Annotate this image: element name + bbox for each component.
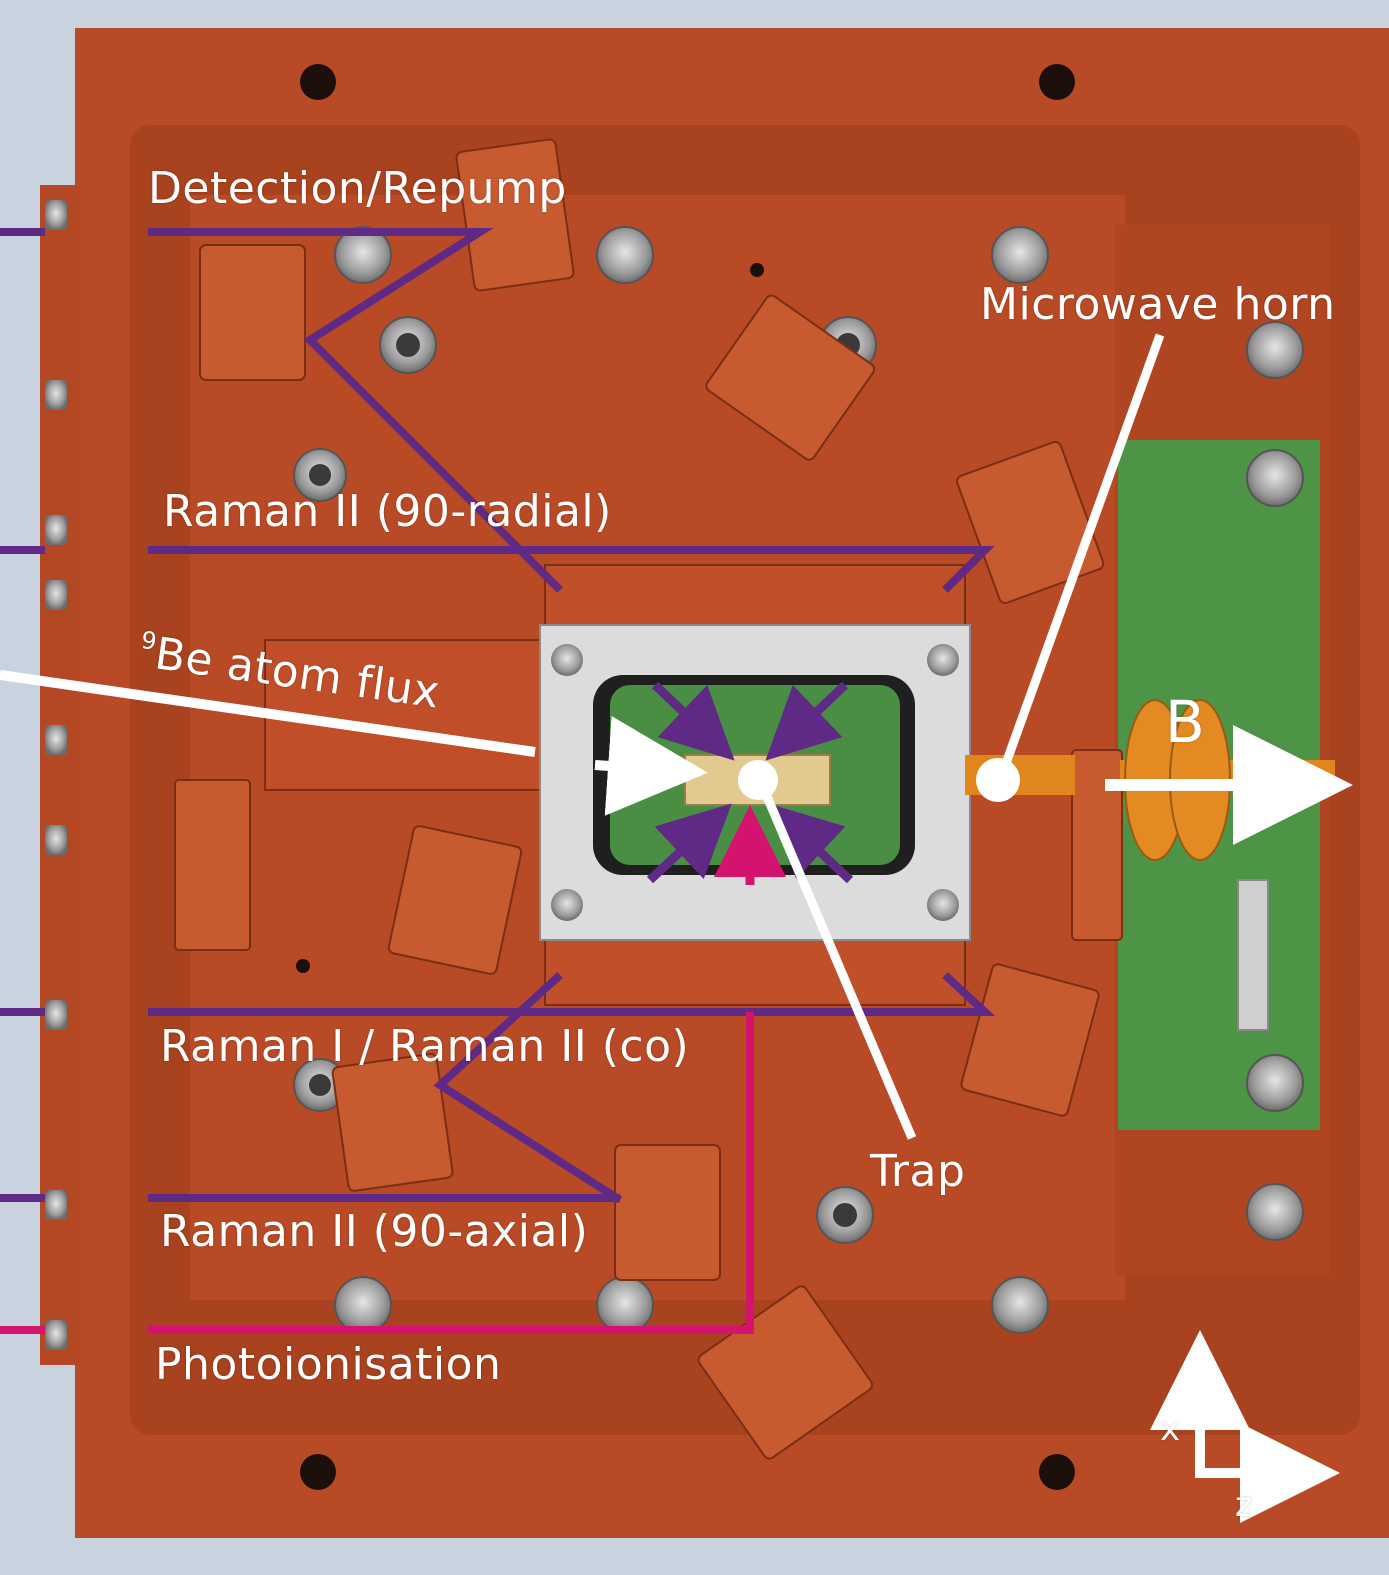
beam-raman-radial <box>148 546 995 593</box>
left-flange <box>40 185 80 1365</box>
arrow-purple-bottom-left <box>646 803 732 884</box>
label-axis-x: x <box>1160 1409 1181 1449</box>
trap-clamp-top <box>544 564 966 631</box>
arrow-purple-bottom-right <box>768 803 854 884</box>
beam-photoionisation <box>148 1012 754 1334</box>
mirror-mounts <box>174 138 1123 1460</box>
pink-beam <box>0 1012 754 1334</box>
beam-raman-co <box>148 972 996 1016</box>
trap-beam-arrows <box>646 681 854 885</box>
label-detection-repump: Detection/Repump <box>148 163 567 214</box>
atom-flux-arrow <box>594 716 708 816</box>
atom-flux-line <box>0 670 536 757</box>
arrow-purple-top-right <box>765 681 849 761</box>
trap-callout <box>755 778 917 1140</box>
callout-lines <box>0 333 1353 1523</box>
trap-clamp-bottom <box>544 939 966 1006</box>
microwave-callout <box>995 333 1165 782</box>
label-axis-z: z <box>1235 1485 1254 1525</box>
purple-beams <box>0 228 996 1204</box>
connector <box>1237 879 1269 1031</box>
trap-frame-screws <box>551 644 959 921</box>
label-trap: Trap <box>870 1146 966 1197</box>
housing-holes <box>296 64 1075 1490</box>
label-photoionisation: Photoionisation <box>155 1339 502 1390</box>
beam-raman-co-diag <box>433 972 623 1204</box>
trap-marker <box>738 760 778 800</box>
label-raman-axial: Raman II (90-axial) <box>160 1206 589 1257</box>
beam-detection-path <box>148 228 563 593</box>
label-b-field: B <box>1165 688 1206 756</box>
label-raman-radial: Raman II (90-radial) <box>163 486 612 537</box>
label-microwave-horn: Microwave horn <box>980 279 1336 330</box>
microwave-marker <box>976 758 1020 802</box>
side-screws <box>45 200 67 1350</box>
label-raman-co: Raman I / Raman II (co) <box>160 1021 690 1072</box>
